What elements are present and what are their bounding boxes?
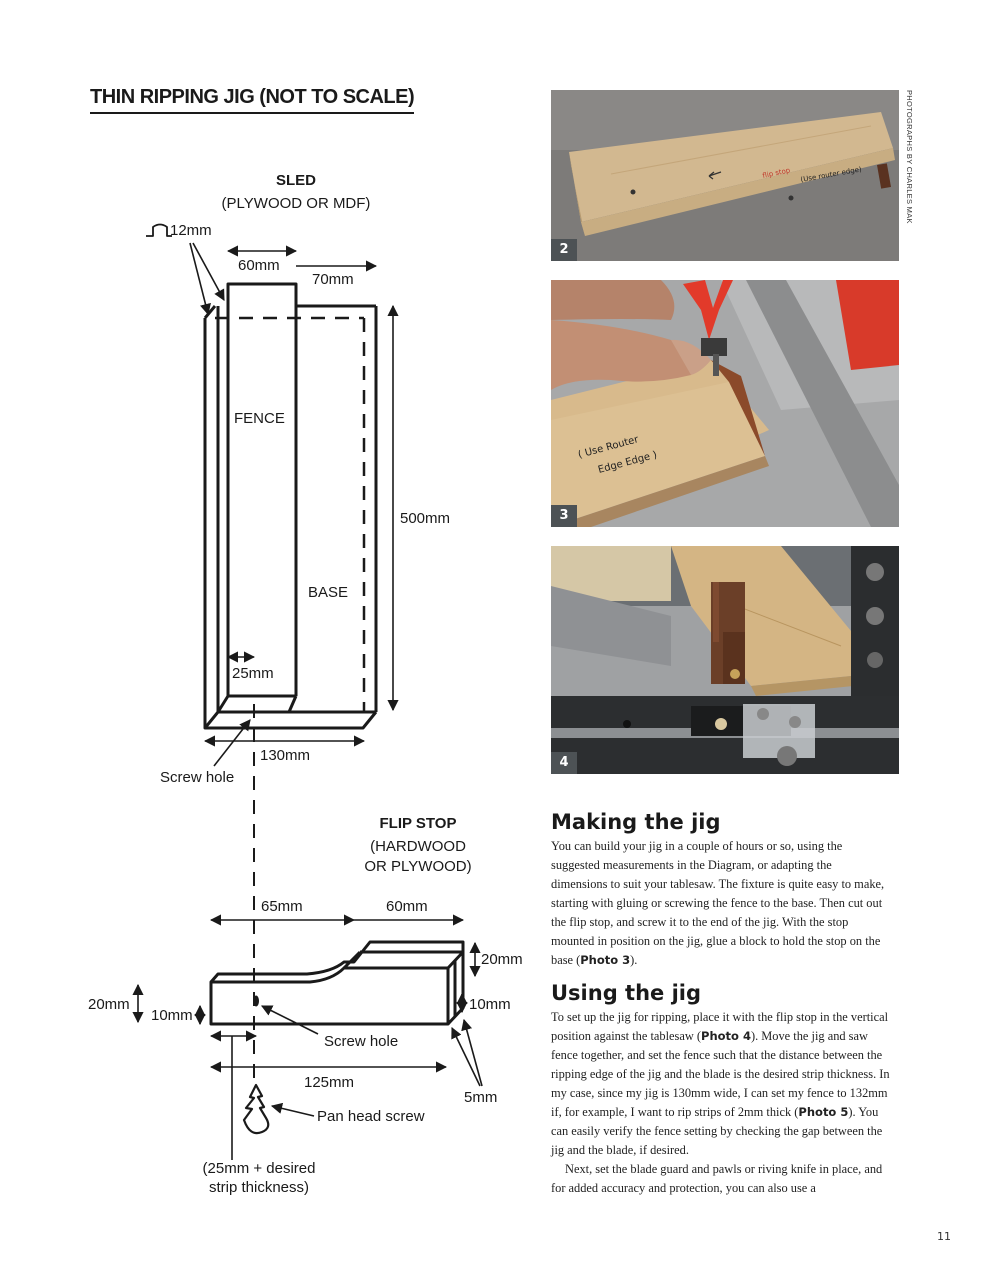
pan-head-leader xyxy=(270,1102,315,1117)
flip-stop-label: FLIP STOP xyxy=(380,815,457,832)
pan-head-label: Pan head screw xyxy=(317,1108,425,1125)
stop-tall-height-label: 20mm xyxy=(481,951,523,968)
flip-stop-material-1: (HARDWOOD xyxy=(370,838,466,855)
page-number: 11 xyxy=(937,1230,951,1243)
making-paragraph: You can build your jig in a couple of ho… xyxy=(551,839,885,967)
sled-hidden-lines xyxy=(215,316,366,712)
fence-width-label: 60mm xyxy=(238,257,280,274)
stop-total-length-label: 125mm xyxy=(304,1074,354,1091)
flip-stop-drawing xyxy=(209,940,465,1026)
stop-thickness-leader-1 xyxy=(451,1026,481,1087)
screw-hole-leader xyxy=(213,719,251,767)
photo-number: 2 xyxy=(551,239,577,261)
sled-label: SLED xyxy=(276,172,316,189)
jig-diagram: SLED (PLYWOOD OR MDF) 12mm 60mm 70mm FEN… xyxy=(88,172,523,1196)
thickness-label: 12mm xyxy=(170,222,212,239)
stop-right-length-label: 60mm xyxy=(386,898,428,915)
photo-reference: Photo 3 xyxy=(580,953,631,967)
stop-thin-left-label: 10mm xyxy=(151,1007,193,1024)
making-heading: Making the jig xyxy=(551,810,721,834)
photo-reference: Photo 4 xyxy=(701,1029,751,1043)
photo-number: 3 xyxy=(551,505,577,527)
photo-reference: Photo 5 xyxy=(798,1105,849,1119)
stop-thickness-leader-2 xyxy=(461,1018,483,1087)
strip-note-1: (25mm + desired xyxy=(203,1160,316,1177)
using-paragraph-2: Next, set the blade guard and pawls or r… xyxy=(551,1162,883,1195)
flip-stop-material-2: OR PLYWOOD) xyxy=(364,858,471,875)
photo-2: flip stop (Use router edge) 2 xyxy=(551,90,899,261)
length-label: 500mm xyxy=(400,510,450,527)
sled-drawing xyxy=(203,282,378,730)
photo-3: ( Use Router Edge Edge ) 3 xyxy=(551,280,899,527)
making-body: You can build your jig in a couple of ho… xyxy=(551,837,891,970)
stop-thickness-label: 5mm xyxy=(464,1089,497,1106)
using-paragraph-1: To set up the jig for ripping, place it … xyxy=(551,1010,890,1157)
thickness-leader-1 xyxy=(189,242,211,316)
stop-screw-hole-leader xyxy=(260,1005,319,1035)
base-offset-label: 70mm xyxy=(312,271,354,288)
base-label: BASE xyxy=(308,584,348,601)
hole-offset-label: 25mm xyxy=(232,665,274,682)
using-body: To set up the jig for ripping, place it … xyxy=(551,1008,891,1198)
using-heading: Using the jig xyxy=(551,981,702,1005)
fence-label: FENCE xyxy=(234,410,285,427)
base-width-label: 130mm xyxy=(260,747,310,764)
screw-hole-label: Screw hole xyxy=(160,769,234,786)
stop-screw-hole-label: Screw hole xyxy=(324,1033,398,1050)
stop-left-length-label: 65mm xyxy=(261,898,303,915)
flip-stop-screw-hole xyxy=(253,995,259,1007)
stop-thin-right-label: 10mm xyxy=(469,996,511,1013)
pan-head-screw-icon xyxy=(242,1083,270,1135)
diagram-title: THIN RIPPING JIG (NOT TO SCALE) xyxy=(90,86,415,114)
photo-credit: PHOTOGRAPHS BY CHARLES MAK xyxy=(905,90,914,224)
photo-4: 4 xyxy=(551,546,899,774)
photo-number: 4 xyxy=(551,752,577,774)
sled-material: (PLYWOOD OR MDF) xyxy=(222,195,371,212)
thickness-leader-2 xyxy=(192,242,225,301)
stop-height-left-label: 20mm xyxy=(88,996,130,1013)
strip-note-2: strip thickness) xyxy=(209,1179,309,1196)
thickness-icon xyxy=(146,223,172,237)
